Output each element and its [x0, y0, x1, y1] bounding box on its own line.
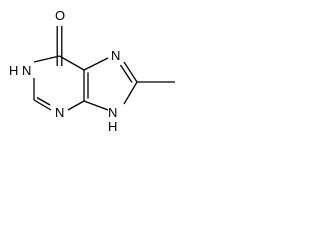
atom-o6: O	[55, 8, 65, 23]
bond-n7-c8	[119, 64, 133, 83]
atom-n9-hydrogen: H	[108, 119, 117, 134]
atom-n1-hydrogen: H	[9, 63, 18, 78]
bond-c8-n9	[123, 81, 138, 105]
atom-n1: N	[22, 63, 31, 78]
bond-n9-c4	[83, 100, 109, 111]
bond-n7-c8	[123, 61, 138, 83]
atom-n7: N	[111, 48, 120, 63]
bond-c6-n1	[33, 55, 60, 63]
atom-n3: N	[55, 105, 64, 120]
bond-n3-c2	[33, 99, 52, 111]
atom-labels: O H N N N N H	[9, 8, 120, 134]
bond-c4-n3	[67, 100, 85, 111]
bond-n3-c2	[36, 96, 51, 106]
bond-c5-n7	[83, 57, 109, 71]
chemical-structure: O H N N N N H	[9, 8, 175, 134]
bonds	[33, 26, 175, 111]
bond-c6-c5	[59, 55, 85, 71]
atom-n9: N	[108, 105, 117, 120]
